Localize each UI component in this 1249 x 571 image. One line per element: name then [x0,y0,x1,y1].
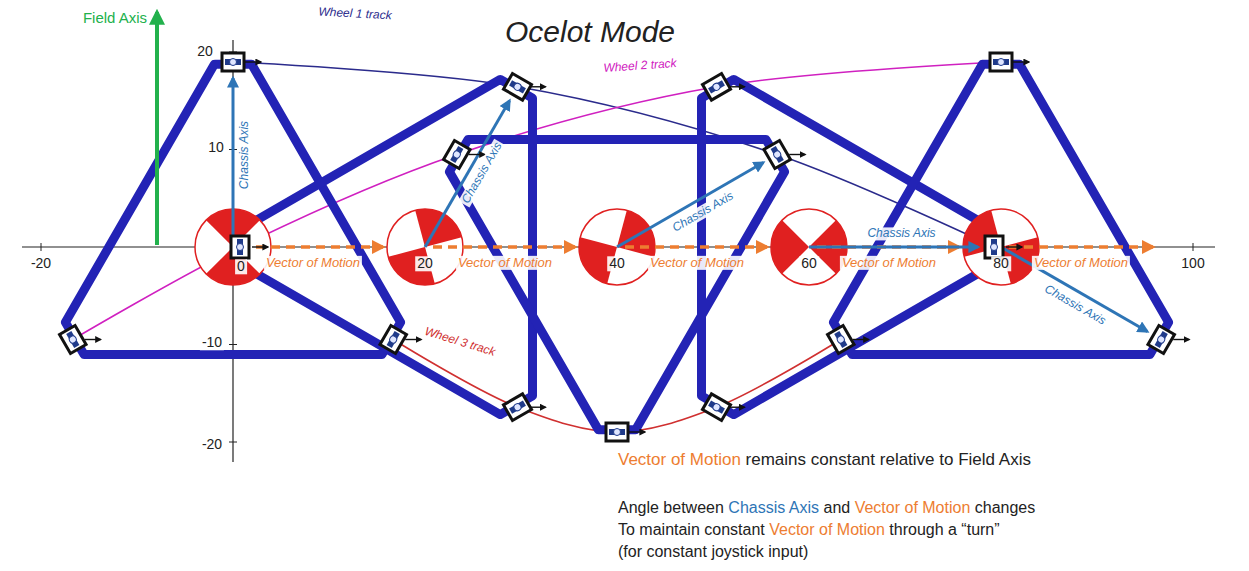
axis-label: Wheel 1 track [316,5,394,22]
note-text: through a “turn” [889,521,999,538]
motion-vectors [241,247,1153,248]
note-line: To maintain constantVector of Motionthro… [618,520,1004,539]
axis-label: Wheel 2 track [601,57,679,76]
tick-number: 20 [415,256,435,271]
chassis-axes [233,78,1147,332]
tick-number: -20 [29,256,53,271]
diagram-title: Ocelot Mode [505,15,675,49]
axis-label: Vector of Motion [1032,256,1130,270]
axis-label: Chassis Axis [865,227,937,240]
tick-number: 100 [1179,256,1206,271]
note-text: and [824,499,851,516]
note-text: changes [975,499,1036,516]
tick-number: 20 [195,44,215,59]
note-text: To maintain constant [618,521,765,538]
axis-label: Vector of Motion [456,256,554,270]
axis-label: Wheel 3 track [421,324,499,359]
axis-label: Field Axis [81,10,149,27]
axis-label: Vector of Motion [264,256,362,270]
tick-number: 10 [206,140,226,155]
note-text: Angle between [618,499,724,516]
tick-number: -20 [200,437,224,452]
tick-number: 80 [991,256,1011,271]
note-text: Vector of Motion [769,521,885,538]
note-text: Chassis Axis [728,499,819,516]
note-line: (for constant joystick input) [618,542,813,561]
axis-label: Vector of Motion [648,256,746,270]
axes [22,40,1215,462]
axis-label: Chassis Axis [238,118,251,190]
note-text: remains constant relative to Field Axis [746,450,1031,469]
note-text: Vector of Motion [855,499,971,516]
note-text: (for constant joystick input) [618,543,808,560]
axis-label: Vector of Motion [840,256,938,270]
omni-wheels [59,53,1189,441]
tick-number: 40 [607,256,627,271]
wheel-tracks [73,62,1001,432]
note-text: Vector of Motion [618,450,741,469]
tick-number: 60 [799,256,819,271]
note-line: Vector of Motion remains constant relativ… [618,450,1036,470]
chassis-frames [65,64,1168,430]
tick-number: 0 [235,259,247,274]
field-axis-arrow [155,12,159,245]
note-line: Angle betweenChassis Axis andVector of Mo… [618,498,1040,517]
tick-number: -10 [200,335,224,350]
